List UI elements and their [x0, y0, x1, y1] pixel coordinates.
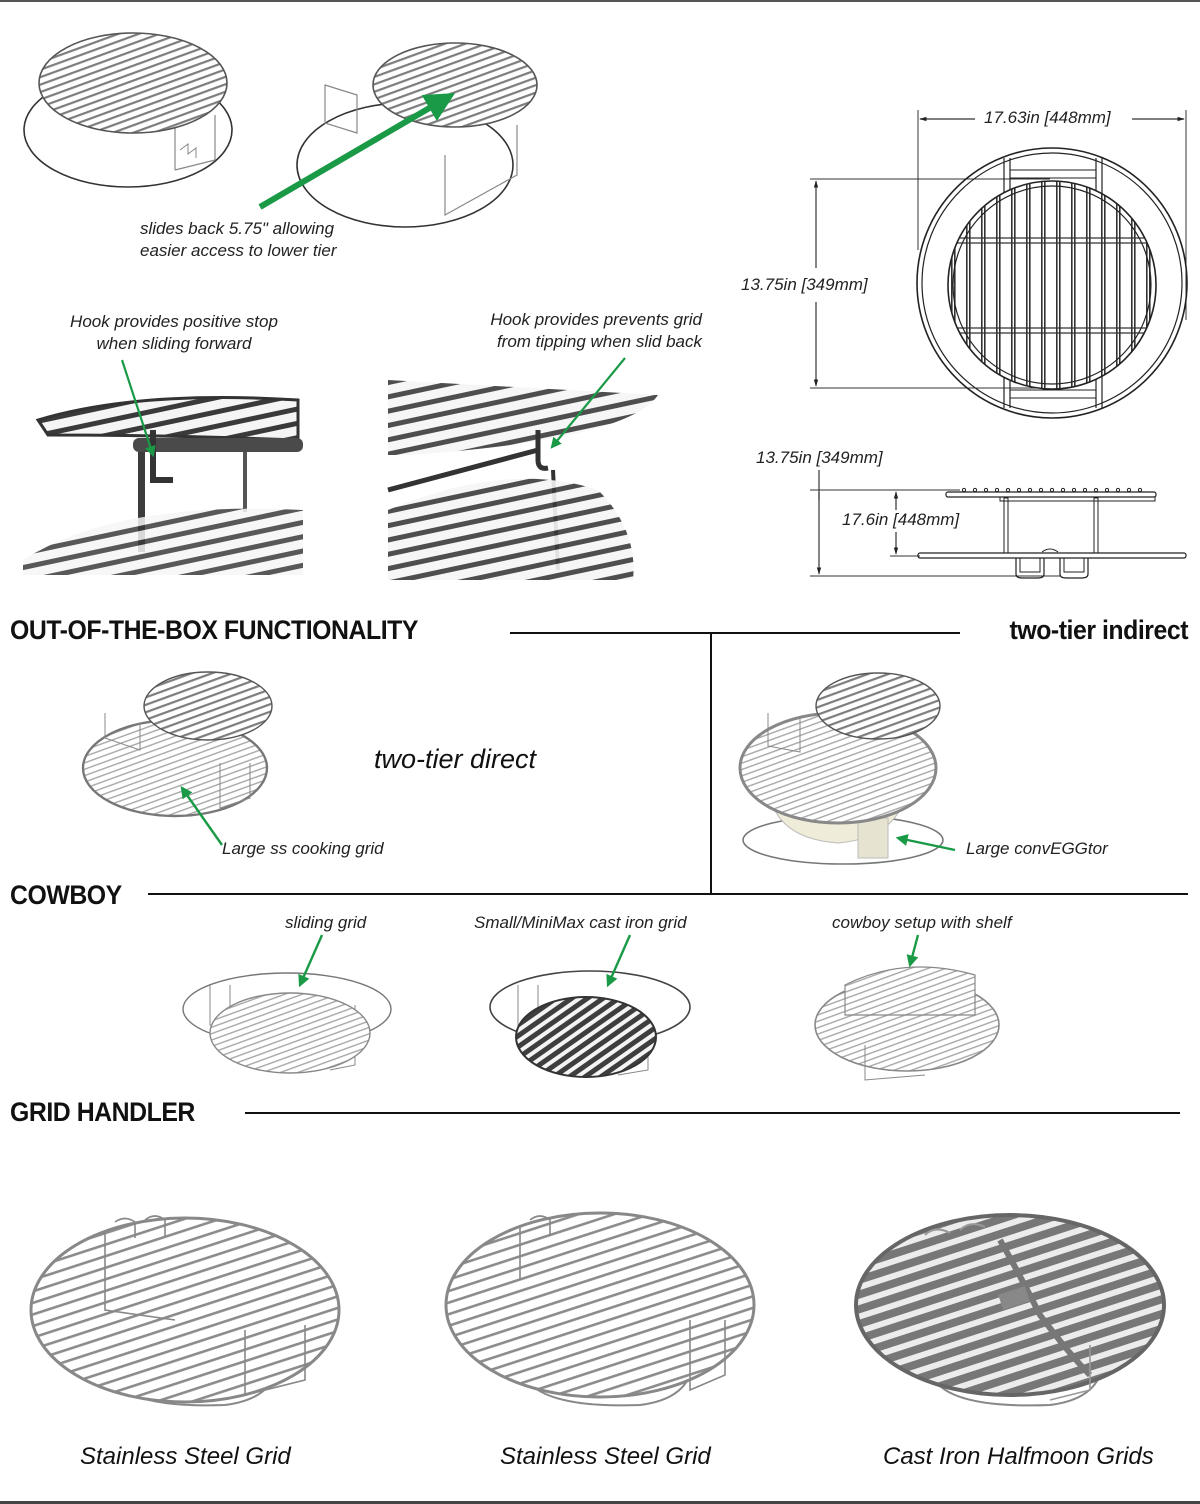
- two-tier-direct-label: two-tier direct: [374, 744, 537, 774]
- slide-note-line-1: slides back 5.75" allowing: [140, 219, 335, 238]
- two-tier-direct-illustration: [81, 671, 273, 818]
- dimension-depth-label: 13.75in [349mm]: [741, 275, 868, 294]
- slide-direction-arrow-icon: [258, 92, 456, 210]
- cowboy-shelf-illustration: [814, 966, 1000, 1081]
- two-tier-rack-closed-illustration: [23, 32, 233, 188]
- large-ss-grid-callout: Large ss cooking grid: [222, 839, 384, 858]
- dimension-width-label: 17.63in [448mm]: [984, 108, 1111, 127]
- two-tier-indirect-illustration: [738, 672, 944, 865]
- grid-caption-cast-iron: Cast Iron Halfmoon Grids: [883, 1443, 1154, 1470]
- section-heading-two-tier-indirect: two-tier indirect: [1009, 615, 1189, 645]
- slide-note-line-2: easier access to lower tier: [140, 241, 337, 260]
- hook-note-right: Hook provides prevents grid from tipping…: [462, 309, 702, 353]
- cowboy-arrows-icon: [298, 934, 920, 988]
- hook-arrow-right-icon: [550, 357, 626, 449]
- section-rule-out-of-box: [510, 632, 960, 634]
- hook-note-left-line-2: when sliding forward: [96, 334, 252, 353]
- grid-callout-arrow-icon: [180, 786, 223, 846]
- top-view-dimension-drawing: [810, 110, 1188, 419]
- bottom-border: [0, 1501, 1200, 1504]
- convegtor-callout: Large convEGGtor: [966, 839, 1108, 858]
- cowboy-item-label-sliding-grid: sliding grid: [285, 913, 367, 932]
- hook-arrow-left-icon: [120, 359, 156, 458]
- section-heading-out-of-box: OUT-OF-THE-BOX FUNCTIONALITY: [10, 615, 418, 645]
- dimension-tier-gap-label: 17.6in [448mm]: [842, 510, 960, 530]
- grid-handler-stainless-2-illustration: [444, 1211, 756, 1407]
- top-border: [0, 0, 1200, 2]
- dimension-total-height-label: 13.75in [349mm]: [756, 448, 883, 467]
- section-divider-vertical: [710, 632, 712, 894]
- slide-note: slides back 5.75" allowing easier access…: [140, 218, 337, 262]
- section-heading-cowboy: COWBOY: [10, 880, 122, 910]
- cowboy-item-label-shelf: cowboy setup with shelf: [832, 913, 1012, 932]
- section-heading-grid-handler: GRID HANDLER: [10, 1097, 195, 1127]
- section-rule-cowboy: [148, 893, 1188, 895]
- hook-note-left: Hook provides positive stop when sliding…: [40, 311, 308, 355]
- grid-caption-stainless-1: Stainless Steel Grid: [80, 1443, 291, 1470]
- cowboy-item-label-cast-iron: Small/MiniMax cast iron grid: [474, 913, 687, 932]
- grid-handler-cast-iron-illustration: [854, 1213, 1166, 1407]
- hook-note-left-line-1: Hook provides positive stop: [70, 312, 278, 331]
- grid-handler-stainless-1-illustration: [29, 1215, 341, 1407]
- convegtor-callout-arrow-icon: [895, 834, 956, 852]
- hook-note-right-line-2: from tipping when slid back: [496, 332, 702, 351]
- cowboy-sliding-grid-illustration: [182, 972, 392, 1074]
- hook-note-right-line-1: Hook provides prevents grid: [490, 310, 702, 329]
- side-view-dimension-drawing: [810, 470, 1187, 579]
- cowboy-cast-iron-illustration: [489, 970, 691, 1078]
- hook-detail-forward-illustration: [23, 396, 303, 575]
- two-tier-rack-slid-back-illustration: [296, 42, 538, 228]
- section-rule-grid-handler: [245, 1112, 1180, 1114]
- grid-caption-stainless-2: Stainless Steel Grid: [500, 1443, 711, 1470]
- hook-detail-back-illustration: [387, 380, 658, 580]
